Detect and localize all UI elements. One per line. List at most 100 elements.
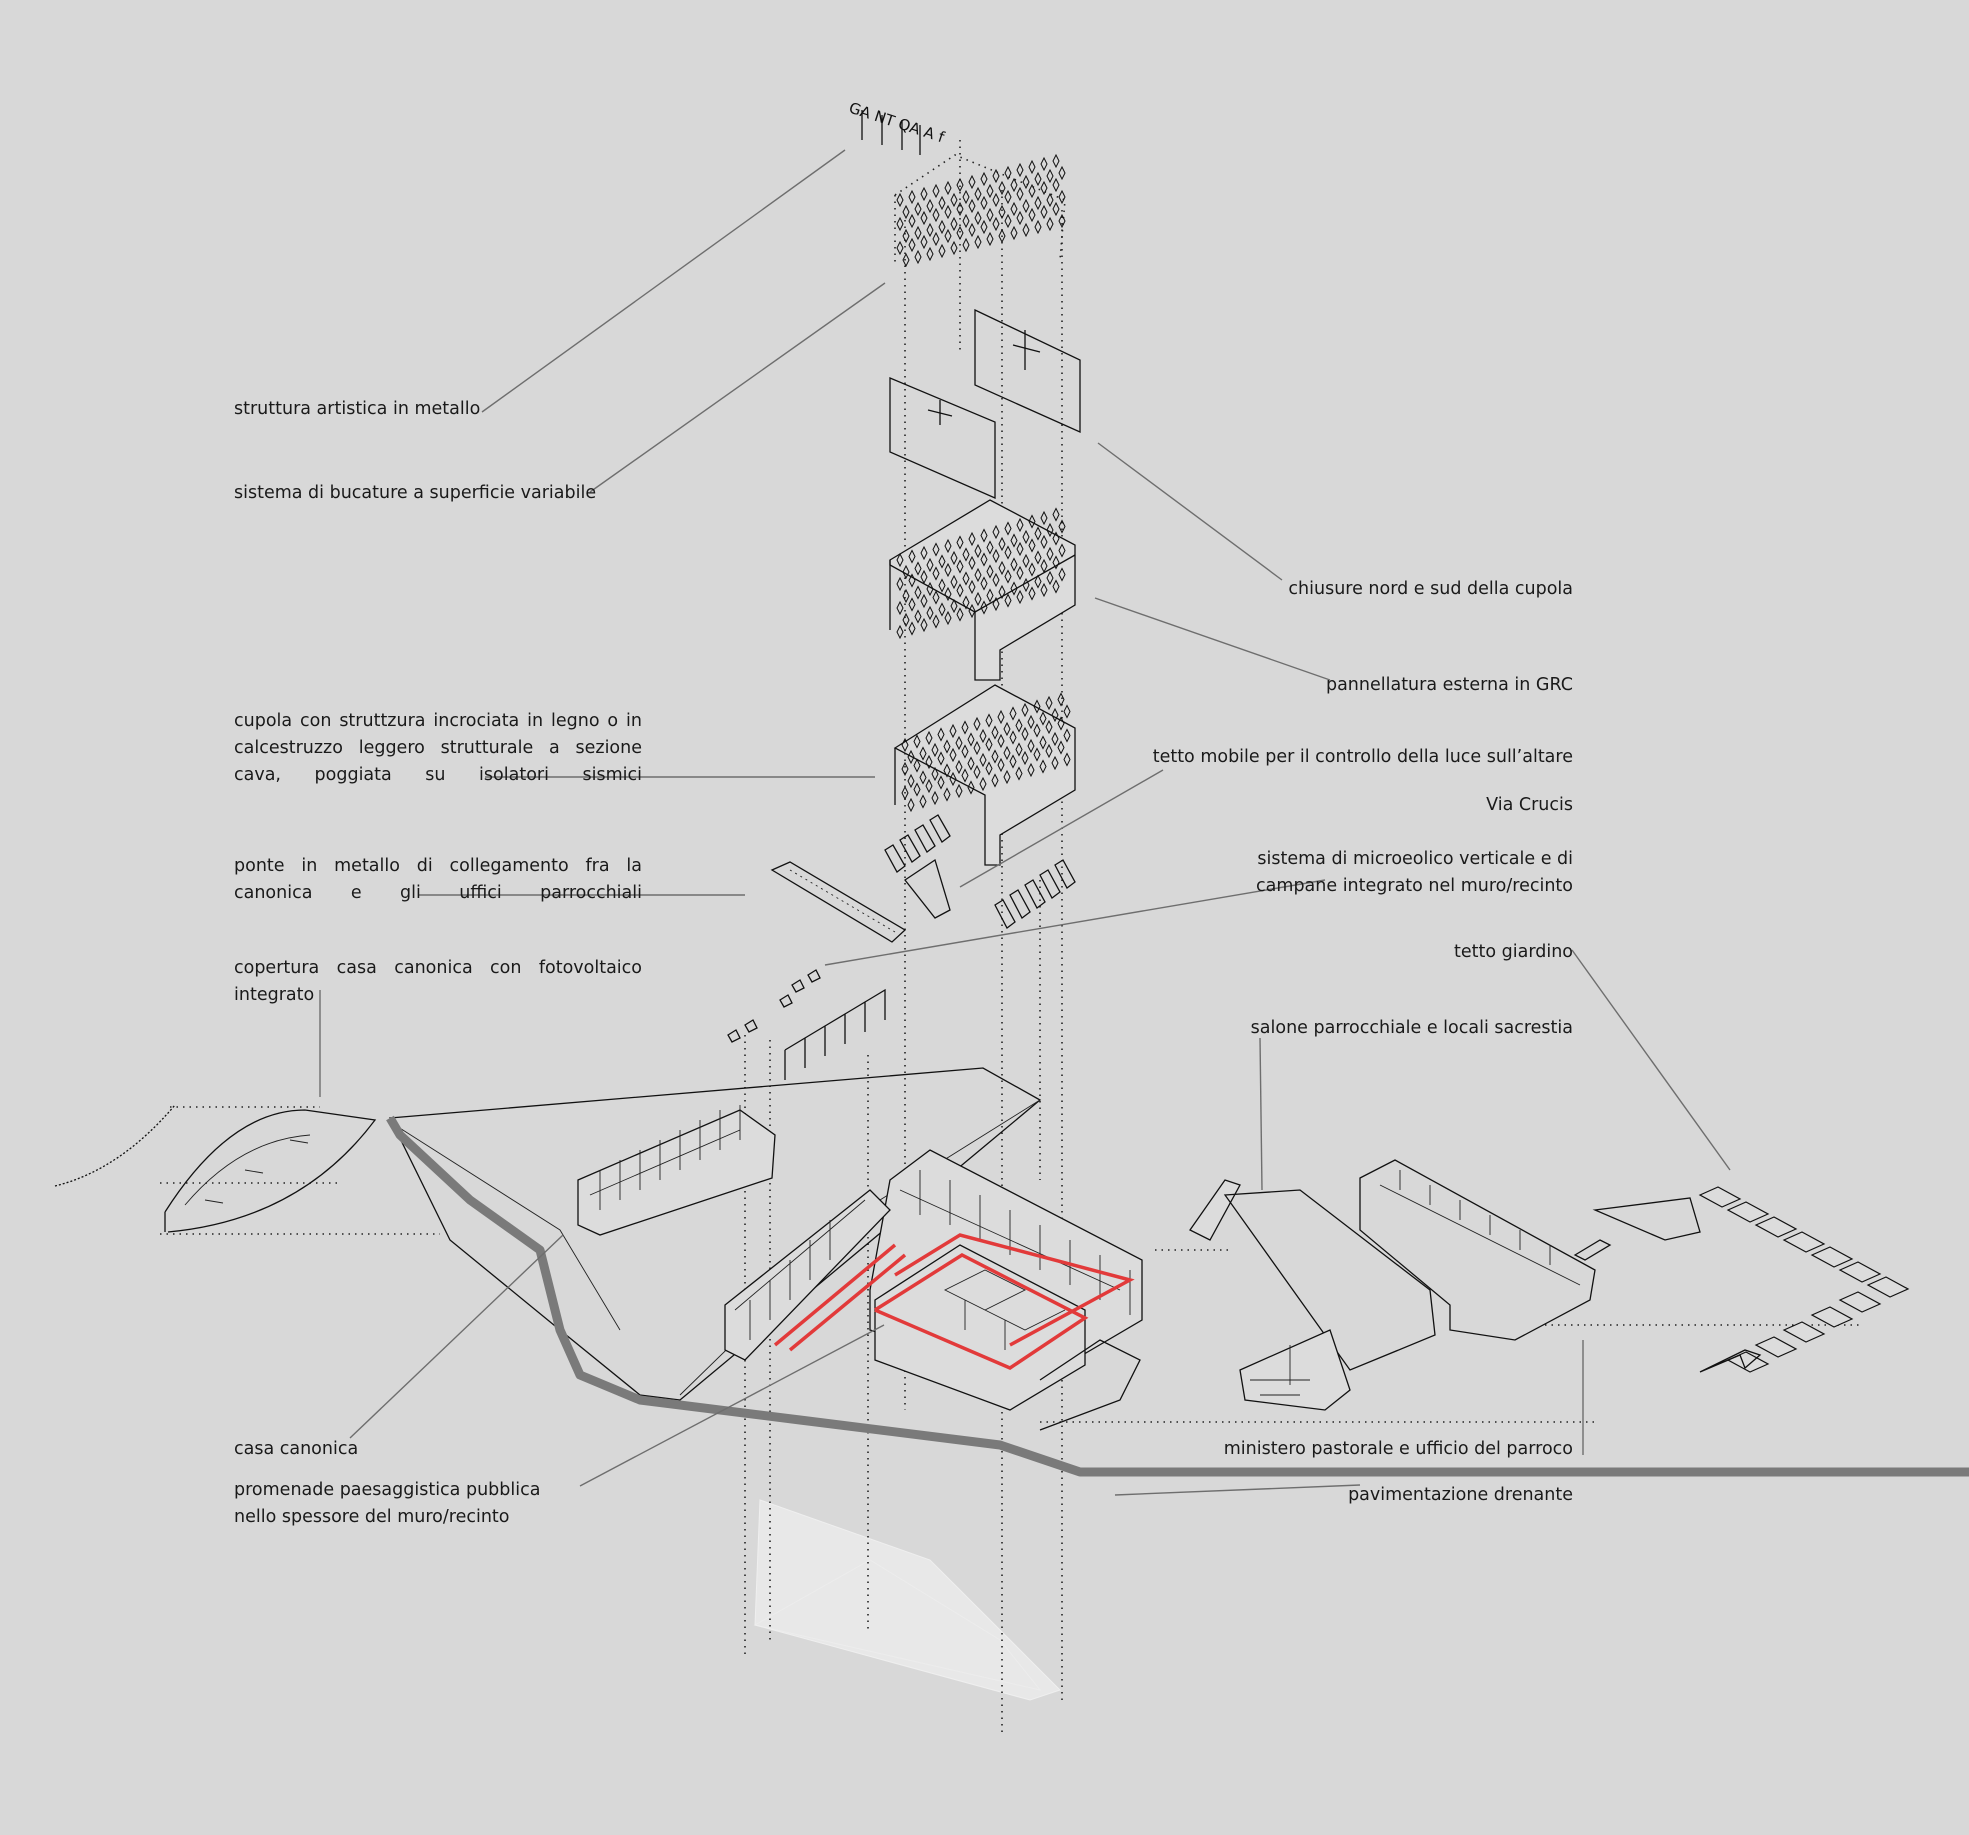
lattice-diamond [914, 609, 922, 624]
lattice-diamond [1022, 553, 1030, 569]
lattice-diamond [1016, 162, 1024, 178]
lattice-diamond [944, 562, 952, 578]
lattice-diamond [920, 186, 928, 202]
lattice-diamond [973, 716, 981, 732]
lattice-diamond [974, 234, 982, 250]
lattice-diamond [926, 222, 934, 238]
garden-roof-tile [1810, 1246, 1854, 1268]
lattice-diamond [956, 225, 964, 241]
lattice-diamond [998, 560, 1006, 576]
lattice-diamond [932, 207, 940, 223]
lattice-diamond [914, 225, 922, 241]
lattice-diamond [968, 555, 976, 571]
label-bridge: ponte in metallo di collegamento fra la … [234, 856, 642, 903]
lattice-diamond [980, 171, 988, 187]
lattice-diamond [950, 216, 958, 232]
lattice-diamond [1052, 153, 1060, 169]
lattice-diamond [1028, 183, 1036, 199]
lattice-diamond [985, 761, 993, 776]
lattice-diamond [956, 583, 964, 598]
lattice-diamond [962, 571, 970, 586]
lattice-diamond [998, 536, 1006, 552]
lattice-diamond [985, 713, 993, 728]
lattice-diamond [1033, 747, 1041, 762]
lattice-diamond [997, 757, 1005, 773]
lattice-diamond [1004, 189, 1012, 205]
garden-roof-tile [1726, 1201, 1770, 1223]
lattice-diamond [938, 554, 946, 569]
label-casa-canonica: casa canonica [234, 1439, 359, 1459]
lattice-diamond [902, 228, 910, 244]
lattice-diamond [896, 216, 904, 232]
lattice-diamond [937, 727, 945, 742]
lattice-diamond [896, 576, 904, 592]
lattice-diamond [1039, 759, 1047, 774]
lattice-diamond [919, 794, 927, 809]
lattice-diamond [1058, 213, 1066, 229]
lattice-diamond [973, 740, 981, 756]
lattice-diamond [919, 770, 927, 785]
lattice-diamond [1051, 755, 1059, 771]
lattice-diamond [1034, 526, 1042, 541]
lattice-diamond [961, 768, 969, 783]
garden-roof-tile [1782, 1231, 1826, 1253]
boundary-wall [386, 1115, 1969, 1477]
lattice-diamond [1052, 579, 1060, 594]
lattice-diamond [901, 785, 909, 801]
lattice-diamond [992, 572, 1000, 588]
lattice-diamond [1033, 699, 1041, 714]
lattice-diamond [980, 219, 988, 235]
lattice-diamond [1040, 180, 1048, 196]
lattice-diamond [974, 567, 982, 583]
lattice-diamond [1040, 156, 1048, 172]
garden-roof-tile [1754, 1336, 1798, 1358]
lattice-diamond [1040, 204, 1048, 220]
lattice-diamond [1016, 541, 1024, 557]
lattice-diamond [1028, 538, 1036, 553]
lattice-diamond [962, 189, 970, 205]
lattice-diamond [1022, 174, 1030, 190]
lattice-diamond [925, 778, 933, 794]
lattice-diamond [1016, 186, 1024, 202]
dome-lattice-drawing [893, 684, 1076, 866]
lattice-diamond [920, 234, 928, 250]
lattice-diamond [956, 177, 964, 193]
lattice-diamond [974, 543, 982, 559]
lattice-diamond [950, 192, 958, 208]
lattice-diamond [1034, 195, 1042, 211]
lattice-diamond [1016, 565, 1024, 581]
lattice-diamond [1028, 159, 1036, 175]
lattice-diamond [1063, 752, 1071, 767]
lattice-diamond [980, 552, 988, 567]
lattice-diamond [998, 228, 1006, 244]
lattice-diamond [926, 581, 934, 597]
lattice-diamond [926, 198, 934, 214]
garden-roof-tile [1838, 1291, 1882, 1313]
label-promenade: promenade paesaggistica pubblica nello s… [234, 1480, 541, 1527]
lattice-diamond [955, 735, 963, 751]
lattice-diamond [1004, 213, 1012, 229]
lattice-diamond [956, 607, 964, 622]
lattice-diamond [1010, 581, 1018, 596]
lattice-diamond [967, 732, 975, 747]
lattice-diamond [938, 243, 946, 259]
lattice-diamond [920, 210, 928, 226]
lattice-diamond [1052, 201, 1060, 217]
lattice-diamond [980, 195, 988, 211]
lattice-diamond [998, 204, 1006, 220]
grc-paneling-drawing [889, 499, 1076, 681]
lattice-diamond [1021, 750, 1029, 766]
lattice-diamond [896, 624, 904, 640]
perforated-panel-top [894, 153, 1066, 268]
lattice-diamond [938, 195, 946, 211]
lattice-diamond [944, 204, 952, 220]
lattice-diamond [1027, 762, 1035, 778]
lattice-diamond [908, 213, 916, 229]
lattice-diamond [967, 756, 975, 771]
lattice-diamond [949, 747, 957, 763]
lattice-diamond [979, 728, 987, 744]
lattice-diamond [925, 754, 933, 770]
lattice-diamond [986, 588, 994, 603]
lattice-diamond [943, 739, 951, 754]
